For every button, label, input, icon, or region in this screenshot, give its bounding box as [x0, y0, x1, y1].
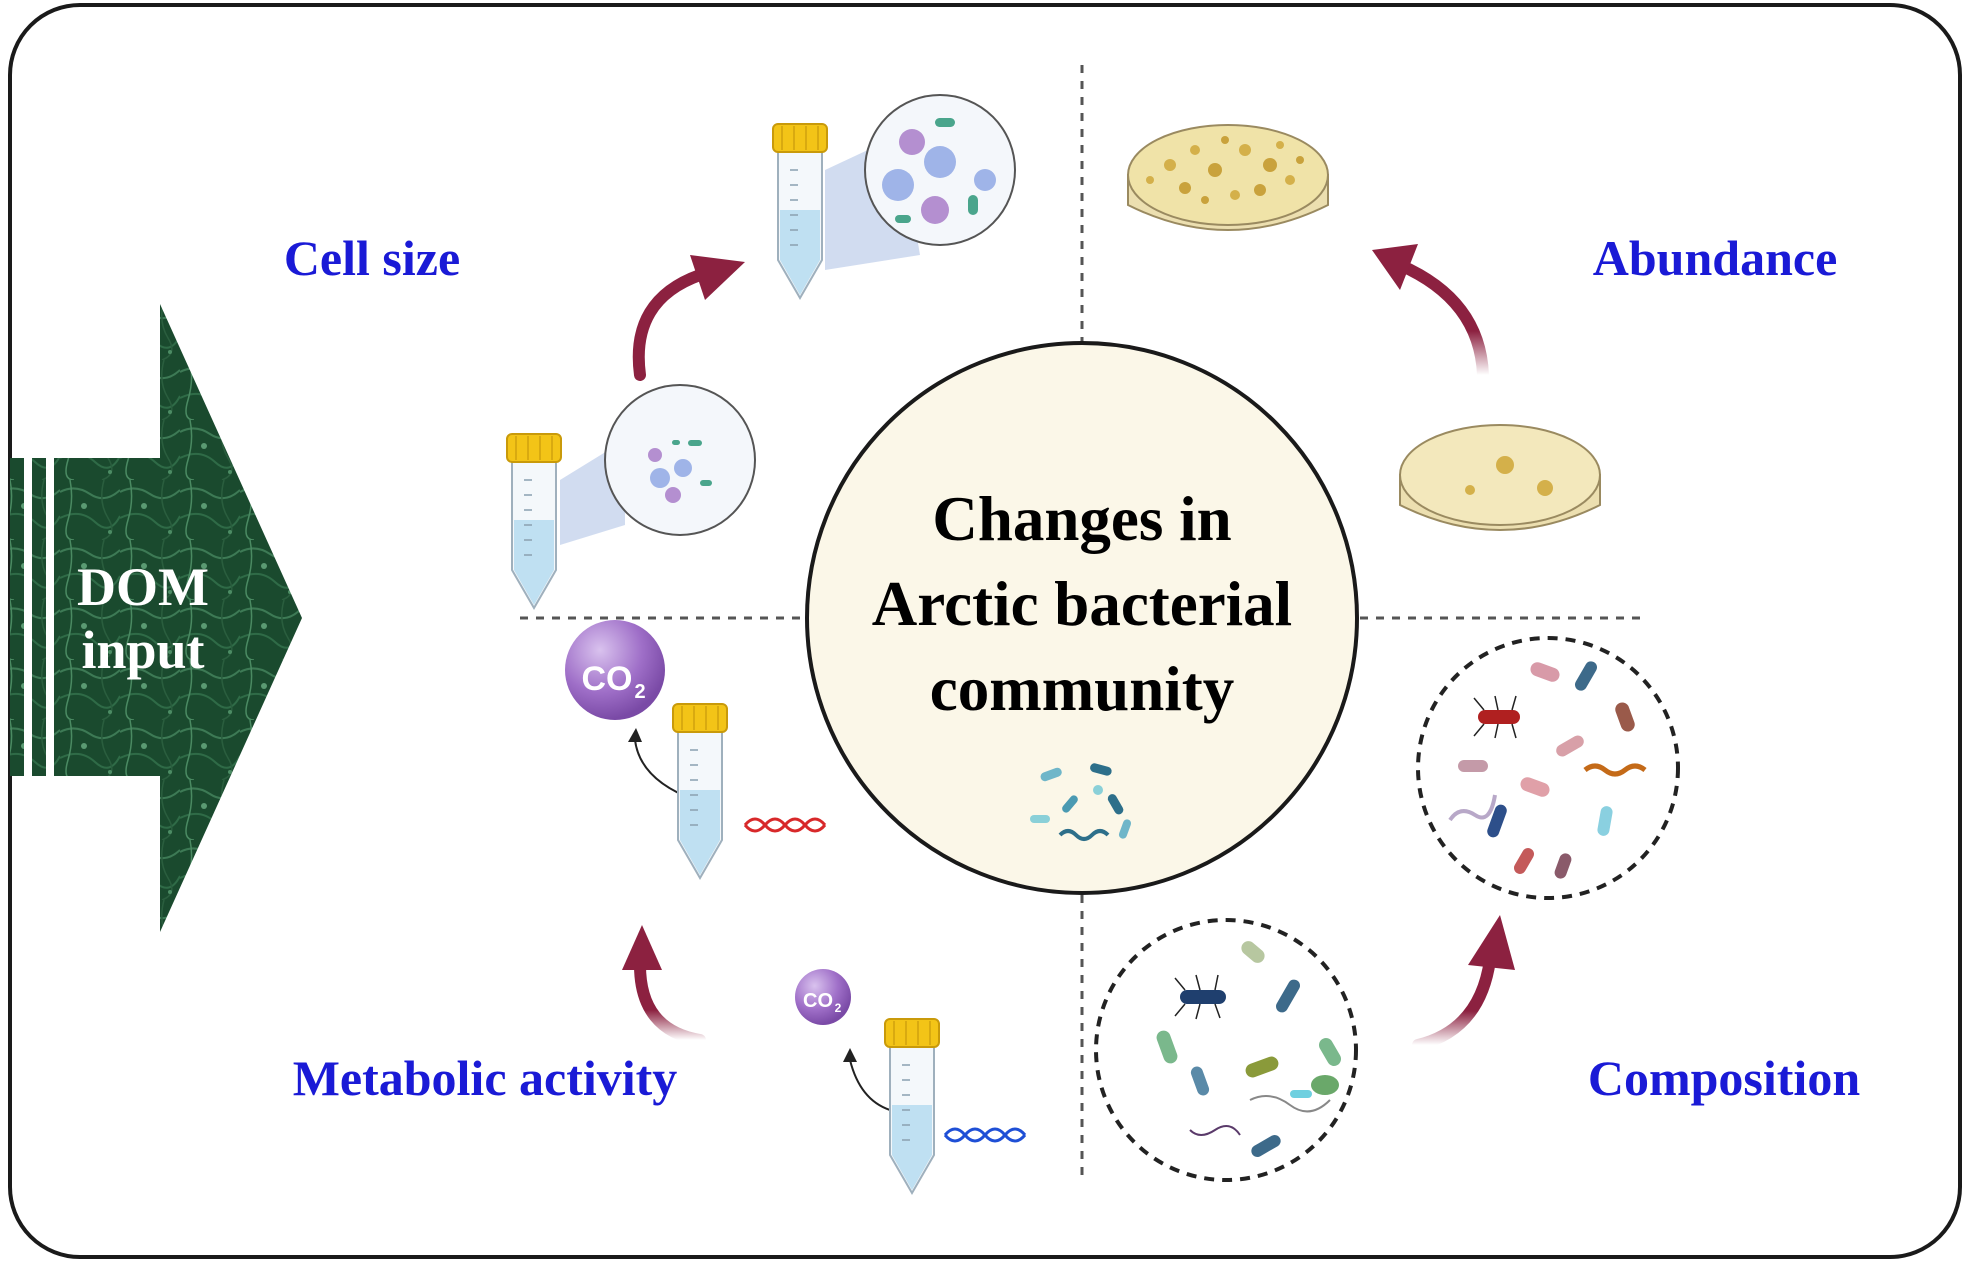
dna-red-icon: [743, 817, 827, 833]
bacteria-cluster-icon: [1030, 763, 1132, 841]
center-title-line1: Changes in: [932, 484, 1231, 554]
composition-quadrant: Composition: [1094, 636, 1860, 1182]
co2-large-label: CO: [582, 660, 633, 698]
petri-dish-dense-icon: [1127, 124, 1329, 231]
co2-large-icon: CO 2: [565, 620, 665, 720]
abundance-label: Abundance: [1593, 230, 1838, 286]
composition-label: Composition: [1588, 1050, 1860, 1106]
petri-dish-sparse-icon: [1399, 424, 1601, 531]
bacterial-community-after-icon: [1416, 636, 1680, 900]
cell-size-label: Cell size: [284, 230, 460, 286]
arrow-composition: [1412, 954, 1496, 1051]
dna-blue-icon: [943, 1127, 1027, 1143]
arrow-metabolic: [634, 959, 706, 1046]
dom-label-line1: DOM: [77, 557, 209, 617]
dom-input-arrow: DOM input: [10, 304, 302, 932]
center-title-line2: Arctic bacterial: [872, 569, 1292, 639]
abundance-quadrant: Abundance: [1127, 124, 1838, 531]
center-title-line3: community: [930, 654, 1234, 724]
center-circle: Changes in Arctic bacterial community: [805, 341, 1359, 895]
metabolic-activity-label: Metabolic activity: [293, 1050, 678, 1106]
co2-large-subscript: 2: [634, 681, 645, 703]
bacterial-community-before-icon: [1094, 918, 1358, 1182]
arrow-cell-size: [632, 269, 706, 381]
co2-small-subscript: 2: [835, 1001, 842, 1015]
dom-label-line2: input: [81, 620, 204, 680]
arrow-abundance: [1394, 259, 1489, 381]
co2-small-icon: CO 2: [795, 969, 851, 1025]
metabolic-activity-quadrant: Metabolic activity CO 2 CO 2: [293, 620, 1027, 1194]
co2-small-label: CO: [803, 990, 833, 1012]
cell-size-quadrant: Cell size: [284, 94, 1016, 609]
